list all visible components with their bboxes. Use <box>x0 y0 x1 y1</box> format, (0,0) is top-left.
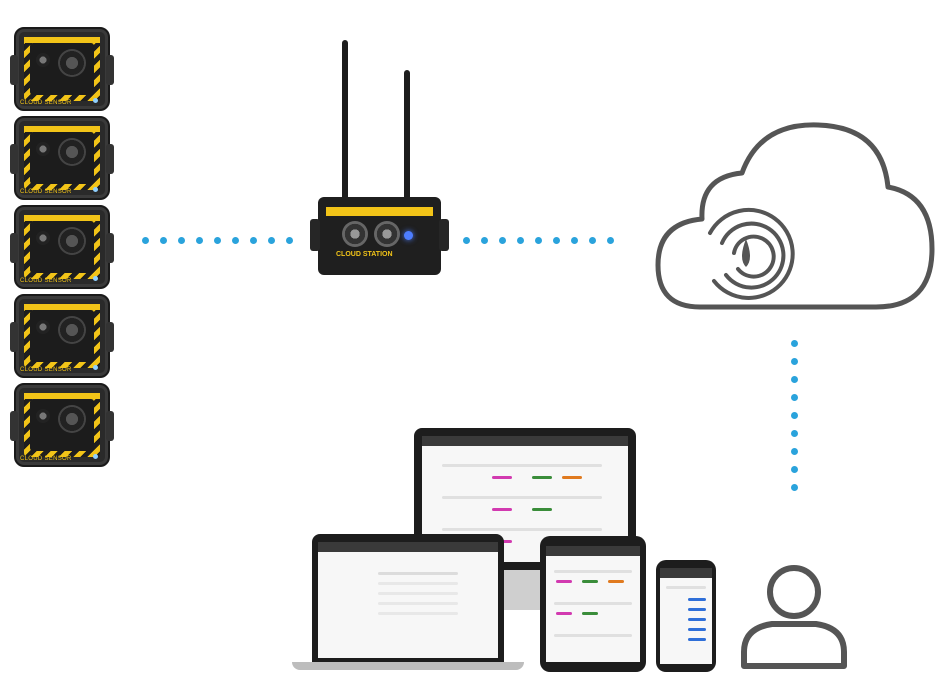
connector-dot <box>517 237 524 244</box>
connector-dot <box>791 430 798 437</box>
laptop <box>312 534 504 662</box>
antenna-icon <box>404 70 410 200</box>
sensor-label: CLOUD SENSOR <box>20 189 72 195</box>
connector-dot <box>791 412 798 419</box>
connector-dot <box>535 237 542 244</box>
sensor-label: CLOUD SENSOR <box>20 100 72 106</box>
connector-dot <box>791 340 798 347</box>
connector-dot <box>791 466 798 473</box>
connector-dot <box>791 394 798 401</box>
connector-dot <box>589 237 596 244</box>
phone-screen <box>660 568 712 664</box>
cloud-sensor-2: CLOUD SENSOR <box>10 116 114 200</box>
connector-dot <box>232 237 239 244</box>
connector-dot <box>481 237 488 244</box>
sensor-label: CLOUD SENSOR <box>20 367 72 373</box>
laptop-base <box>292 662 524 670</box>
connector-dot <box>553 237 560 244</box>
cloud-sensor-3: CLOUD SENSOR <box>10 205 114 289</box>
connector-dot <box>791 448 798 455</box>
connector-dot <box>499 237 506 244</box>
connector-dot <box>607 237 614 244</box>
connector-dot <box>196 237 203 244</box>
brand-logo-icon <box>708 207 795 300</box>
connector-dot <box>214 237 221 244</box>
cloud-sensor-1: CLOUD SENSOR <box>10 27 114 111</box>
antenna-icon <box>342 40 348 200</box>
connector-dot <box>268 237 275 244</box>
connector-dot <box>571 237 578 244</box>
sensor-label: CLOUD SENSOR <box>20 278 72 284</box>
connector-dot <box>286 237 293 244</box>
cloud-sensor-5: CLOUD SENSOR <box>10 383 114 467</box>
connector-dot <box>463 237 470 244</box>
tablet-screen <box>546 546 640 662</box>
connector-dot <box>160 237 167 244</box>
station-label: CLOUD STATION <box>336 251 393 258</box>
connector-dot <box>791 358 798 365</box>
cloud-sensor-4: CLOUD SENSOR <box>10 294 114 378</box>
connector-dot <box>791 484 798 491</box>
cloud-icon <box>655 122 935 310</box>
tablet <box>540 536 646 672</box>
laptop-screen <box>318 542 498 658</box>
connector-dot <box>791 376 798 383</box>
connector-dot <box>250 237 257 244</box>
cloud-station: CLOUD STATION <box>310 197 449 275</box>
connector-dot <box>178 237 185 244</box>
sensor-label: CLOUD SENSOR <box>20 456 72 462</box>
smartphone <box>656 560 716 672</box>
user-icon <box>741 565 847 669</box>
connector-dot <box>142 237 149 244</box>
